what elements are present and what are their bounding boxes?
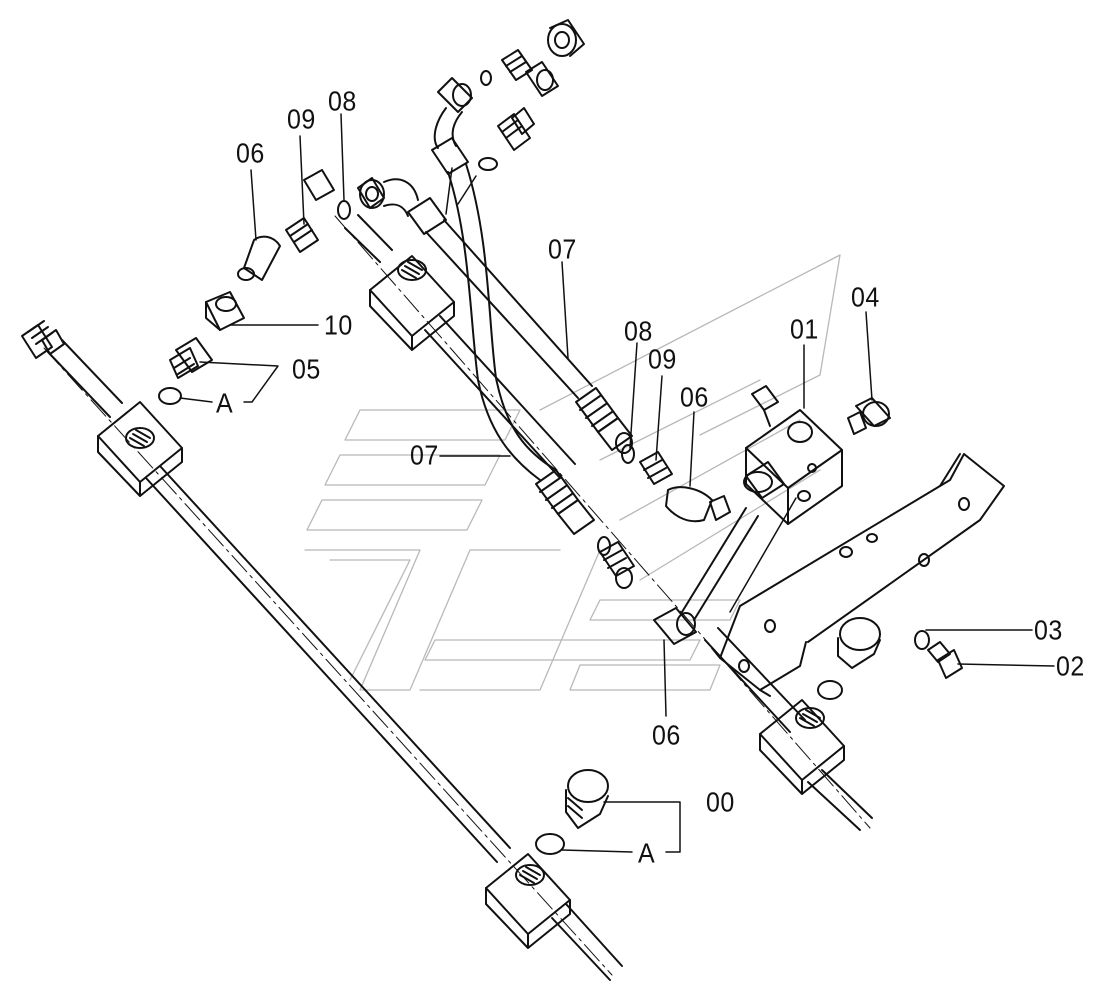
callout-08-mid: 08 (624, 315, 653, 348)
valve-block-01 (743, 385, 843, 525)
callout-08-top: 08 (328, 85, 357, 118)
right-main-pipe (334, 214, 873, 831)
fittings (158, 19, 963, 855)
callout-00: 00 (706, 786, 735, 819)
callout-06-bottom: 06 (652, 719, 681, 752)
callout-03: 03 (1034, 614, 1063, 647)
callout-07-upper: 07 (548, 233, 577, 266)
callout-A-lower: A (638, 837, 656, 870)
callout-05: 05 (292, 353, 321, 386)
callout-01: 01 (790, 313, 819, 346)
leader-lines (179, 113, 1055, 853)
callout-07-lower: 07 (410, 439, 439, 472)
callout-09-mid: 09 (648, 343, 677, 376)
connecting-tube (681, 507, 759, 621)
callout-A-upper: A (216, 387, 234, 420)
mounting-bracket (711, 453, 1005, 697)
callout-06-top: 06 (236, 137, 265, 170)
callout-10: 10 (324, 309, 353, 342)
callout-02: 02 (1056, 650, 1085, 683)
callout-09-top: 09 (287, 103, 316, 136)
small-lines (445, 167, 797, 613)
callout-06-mid: 06 (680, 381, 709, 414)
hose-07-upper (357, 177, 633, 454)
left-main-pipe (21, 320, 623, 981)
callout-04: 04 (851, 281, 880, 314)
hose-07-lower (431, 77, 595, 535)
